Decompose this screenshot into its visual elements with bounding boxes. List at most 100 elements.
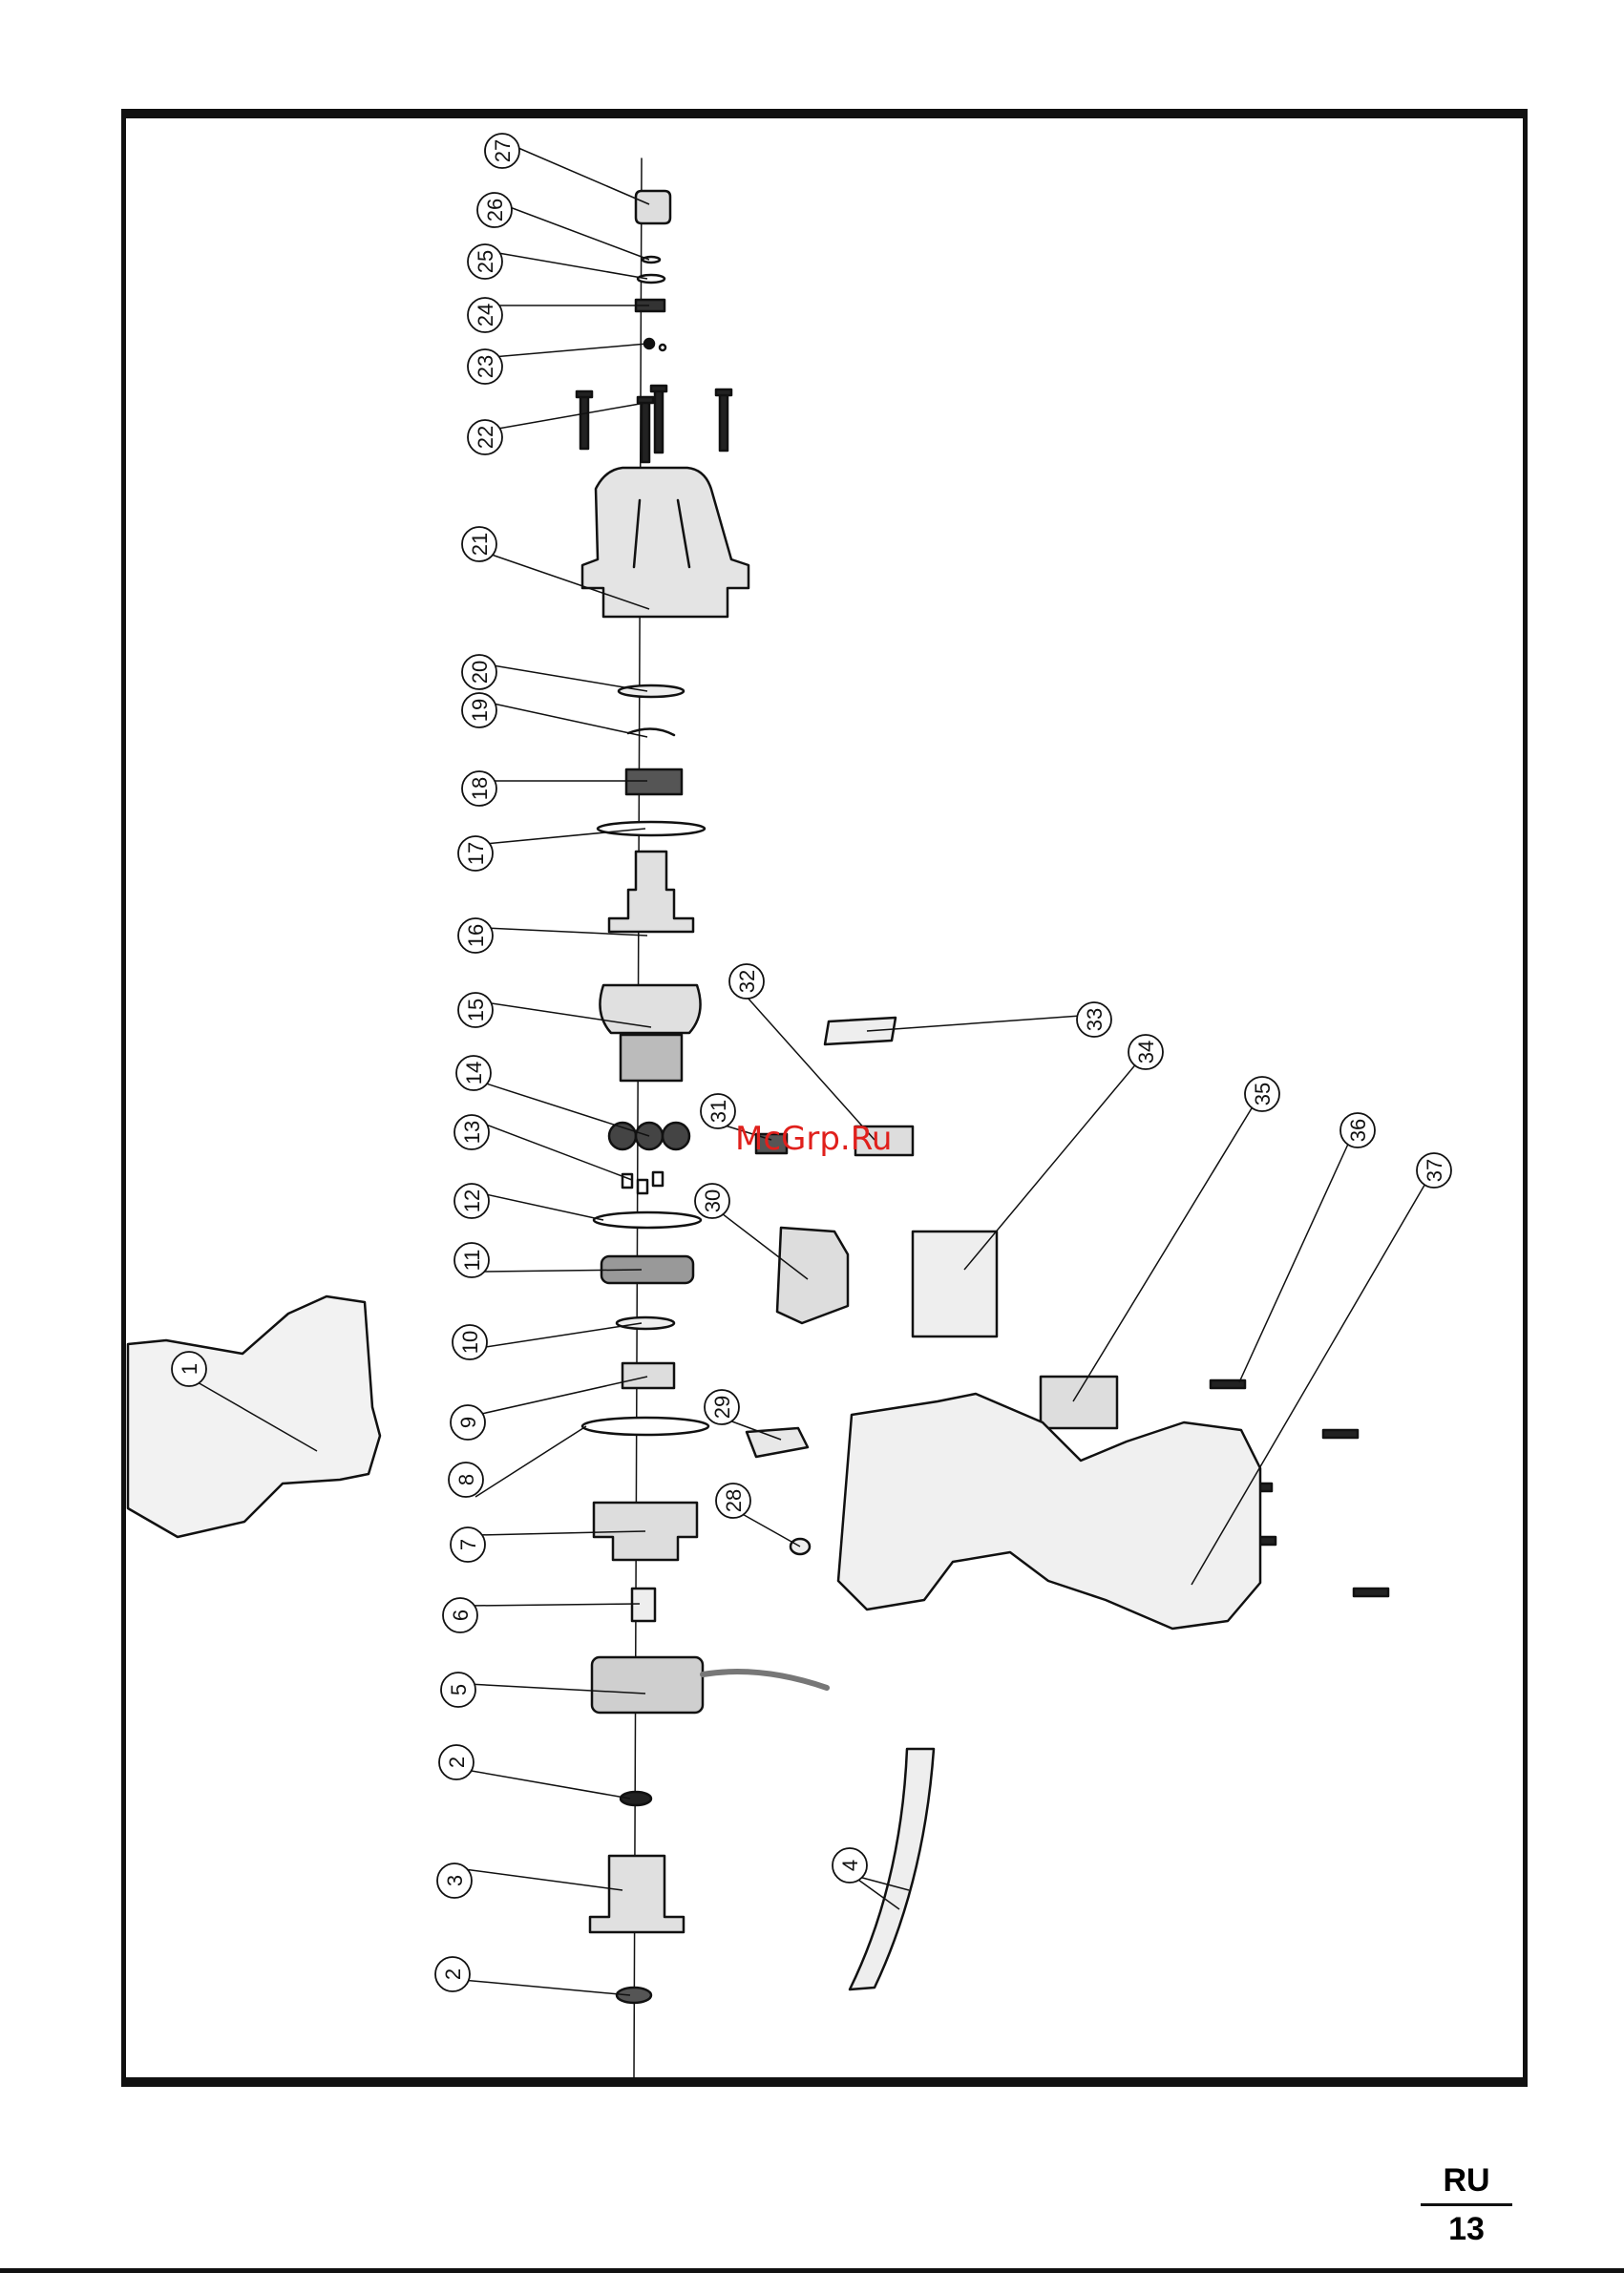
callout-4: 4 <box>833 1848 867 1883</box>
leader-36 <box>1239 1140 1350 1382</box>
svg-text:27: 27 <box>491 139 515 162</box>
leader-6 <box>470 1604 640 1606</box>
callout-13: 13 <box>454 1115 489 1149</box>
callout-28: 28 <box>716 1484 750 1518</box>
callout-26: 26 <box>477 193 512 227</box>
svg-text:34: 34 <box>1134 1041 1158 1063</box>
leader-9 <box>477 1377 647 1415</box>
callout-27: 27 <box>485 134 519 168</box>
svg-text:30: 30 <box>701 1189 725 1212</box>
svg-text:32: 32 <box>735 970 759 993</box>
part-8-ring <box>582 1418 708 1435</box>
svg-text:16: 16 <box>464 924 488 947</box>
callout-19: 19 <box>462 693 496 727</box>
callout-25: 25 <box>468 244 502 279</box>
leader-34 <box>964 1062 1138 1270</box>
svg-text:3: 3 <box>443 1875 467 1886</box>
part-5-stator <box>592 1657 703 1713</box>
language-code: RU <box>1421 2161 1512 2206</box>
svg-text:35: 35 <box>1251 1083 1275 1105</box>
part-34-pcb <box>913 1231 997 1336</box>
part-35-terminal <box>1041 1377 1117 1428</box>
page-label: RU 13 <box>1421 2161 1512 2248</box>
part-18-bearing <box>626 769 682 794</box>
callout-36: 36 <box>1340 1113 1375 1147</box>
callout-34: 34 <box>1128 1035 1163 1069</box>
svg-text:9: 9 <box>456 1417 480 1428</box>
part-10-washer <box>617 1317 674 1329</box>
leader-10 <box>479 1323 642 1348</box>
exploded-parts-diagram: 27 26 25 24 23 22 21 20 19 18 17 16 15 1… <box>126 118 1523 2077</box>
svg-text:18: 18 <box>468 777 492 800</box>
callout-30: 30 <box>695 1184 729 1218</box>
leader-27 <box>512 145 649 204</box>
callout-2-lower: 2 <box>435 1957 470 1991</box>
callout-12: 12 <box>454 1184 489 1218</box>
part-29-clip <box>747 1428 808 1457</box>
leader-35 <box>1073 1104 1255 1401</box>
callout-21: 21 <box>462 527 496 561</box>
svg-text:20: 20 <box>468 661 492 684</box>
callout-32: 32 <box>729 964 764 999</box>
callout-23: 23 <box>468 349 502 384</box>
svg-text:2: 2 <box>445 1757 469 1768</box>
leader-3 <box>464 1869 622 1890</box>
part-16-anvil <box>609 852 693 932</box>
callout-5: 5 <box>441 1673 475 1707</box>
part-33-label <box>825 1018 896 1044</box>
svg-text:25: 25 <box>474 250 497 273</box>
callout-24: 24 <box>468 298 502 332</box>
part-22-screws <box>577 386 731 462</box>
part-27-sleeve <box>636 191 670 223</box>
part-15-hammer <box>600 985 700 1033</box>
callout-37: 37 <box>1417 1153 1451 1188</box>
svg-text:12: 12 <box>460 1189 484 1212</box>
part-2-bearing-lower <box>617 1988 651 2003</box>
callout-10: 10 <box>453 1325 487 1359</box>
svg-text:21: 21 <box>468 533 492 556</box>
callout-22: 22 <box>468 420 502 454</box>
svg-text:37: 37 <box>1423 1159 1446 1182</box>
leader-22 <box>493 403 645 430</box>
svg-text:2: 2 <box>441 1968 465 1980</box>
leader-23 <box>493 344 647 357</box>
part-5-cable <box>703 1672 827 1688</box>
housing-half-right <box>838 1394 1260 1629</box>
svg-text:10: 10 <box>458 1331 482 1354</box>
callout-6: 6 <box>443 1598 477 1632</box>
svg-text:1: 1 <box>178 1363 201 1375</box>
svg-text:26: 26 <box>483 199 507 221</box>
svg-text:23: 23 <box>474 355 497 378</box>
part-20-washer <box>619 685 684 697</box>
diagram-frame: 27 26 25 24 23 22 21 20 19 18 17 16 15 1… <box>121 109 1528 2087</box>
svg-text:13: 13 <box>460 1121 484 1144</box>
leader-33 <box>867 1016 1081 1031</box>
svg-text:4: 4 <box>838 1860 862 1871</box>
svg-text:7: 7 <box>456 1539 480 1550</box>
watermark: McGrp.Ru <box>735 1120 892 1158</box>
part-25-washer <box>638 275 664 283</box>
part-17-ring <box>598 822 705 835</box>
callout-35: 35 <box>1245 1077 1279 1111</box>
callout-18: 18 <box>462 771 496 806</box>
leader-2-upper <box>466 1770 630 1799</box>
part-23-ball-small <box>660 345 665 350</box>
part-9-bearing <box>622 1363 674 1388</box>
callout-31: 31 <box>701 1094 735 1128</box>
svg-text:5: 5 <box>447 1684 471 1695</box>
callout-29: 29 <box>705 1390 739 1424</box>
leader-14 <box>483 1083 649 1136</box>
callout-14: 14 <box>456 1056 491 1090</box>
callout-16: 16 <box>458 918 493 953</box>
svg-text:33: 33 <box>1083 1008 1107 1031</box>
svg-text:14: 14 <box>462 1062 486 1084</box>
part-1-housing-half <box>128 1296 380 1537</box>
leader-19 <box>489 703 647 737</box>
svg-text:17: 17 <box>464 842 488 865</box>
svg-text:19: 19 <box>468 699 492 722</box>
svg-text:22: 22 <box>474 426 497 449</box>
svg-text:11: 11 <box>460 1250 484 1272</box>
svg-text:24: 24 <box>474 304 497 326</box>
leader-26 <box>502 204 649 260</box>
callout-15: 15 <box>458 993 493 1027</box>
